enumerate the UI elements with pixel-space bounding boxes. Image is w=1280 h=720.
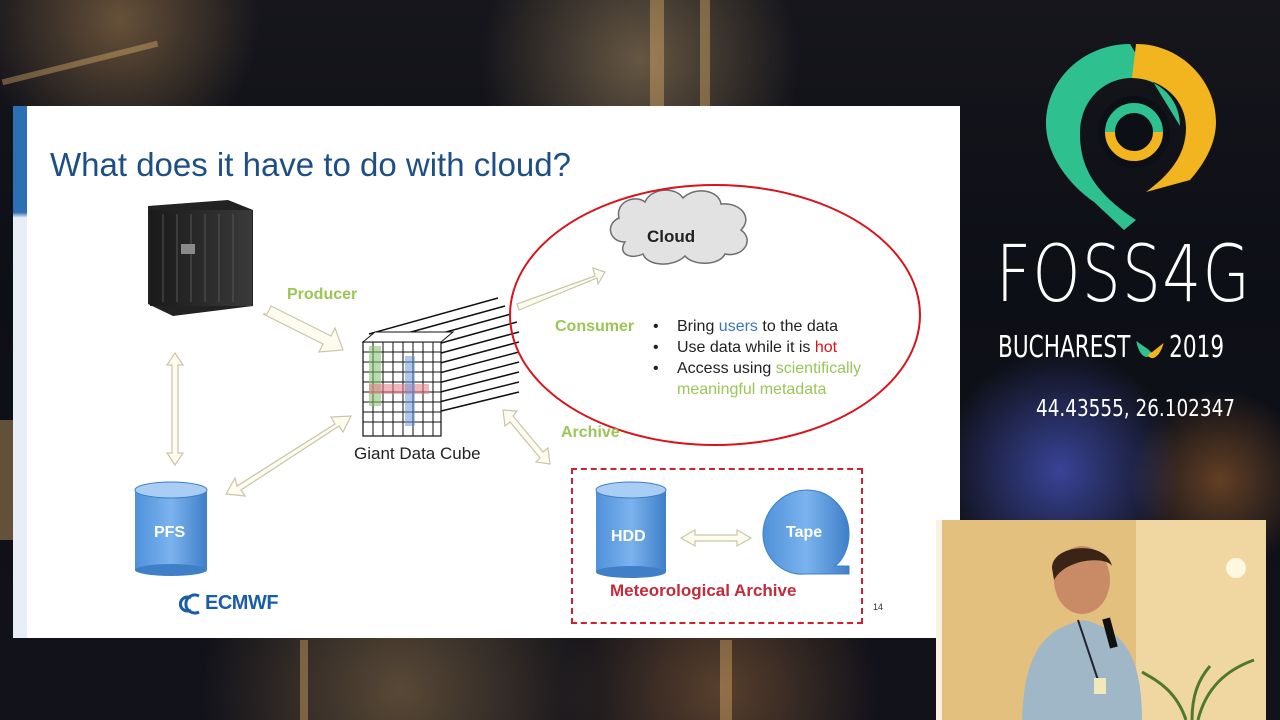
data-cube-icon — [361, 297, 520, 437]
event-city: BUCHAREST — [998, 330, 1131, 365]
bullet-highlight: meaningful metadata — [677, 381, 827, 398]
bullet-text: Use data while it is — [677, 339, 815, 356]
double-arrow-icon — [502, 409, 551, 465]
presentation-slide: What does it have to do with cloud? — [13, 106, 960, 638]
street-light — [720, 640, 732, 720]
street-light — [700, 0, 710, 106]
meteorological-archive-box — [571, 468, 863, 624]
bullet-item: • Access using scientifically meaningful … — [653, 358, 861, 400]
plant-icon — [1141, 658, 1255, 720]
hdd-cylinder-icon — [595, 481, 667, 578]
tape-label: Tape — [786, 524, 823, 541]
bullet-dot: • — [653, 360, 659, 377]
street-light — [1, 40, 159, 86]
street-light — [0, 420, 14, 540]
event-city-year: BUCHAREST 2019 — [998, 330, 1224, 365]
pfs-label: PFS — [154, 524, 186, 541]
bullet-highlight: hot — [814, 339, 838, 356]
bullet-text: Bring — [677, 318, 719, 335]
bullet-dot: • — [653, 339, 659, 356]
bullet-text: to the data — [757, 318, 838, 335]
arrow-icon — [262, 305, 344, 353]
double-arrow-icon — [165, 351, 185, 467]
server-rack-icon — [148, 200, 253, 316]
double-arrow-icon — [679, 528, 753, 548]
bullet-text: Access using — [677, 360, 776, 377]
slide-page-number: 14 — [873, 602, 884, 612]
bullet-item: • Use data while it is hot — [653, 337, 861, 358]
foss4g-small-logo-icon — [1136, 340, 1164, 358]
producer-label: Producer — [287, 286, 358, 303]
foss4g-logo-icon — [1046, 44, 1216, 230]
street-light — [650, 0, 664, 106]
tape-icon — [762, 489, 850, 575]
cloud-highlight-ellipse — [509, 184, 921, 446]
slide-title: What does it have to do with cloud? — [50, 146, 571, 183]
double-arrow-icon — [225, 415, 352, 497]
consumer-label: Consumer — [555, 318, 635, 335]
event-year: 2019 — [1169, 330, 1225, 365]
bullet-dot: • — [653, 318, 659, 335]
speaker-webcam-overlay — [936, 520, 1266, 720]
speaker-video-frame — [936, 520, 1266, 720]
meteorological-archive-label: Meteorological Archive — [610, 581, 797, 600]
event-coordinates: 44.43555, 26.102347 — [1036, 396, 1235, 422]
ecmwf-logo-icon — [178, 593, 200, 615]
ecmwf-logo-text: ECMWF — [205, 592, 279, 614]
bullet-item: • Bring users to the data — [653, 316, 861, 337]
bullet-list: • Bring users to the data • Use data whi… — [653, 316, 861, 400]
cloud-label: Cloud — [647, 227, 696, 246]
hdd-label: HDD — [611, 528, 646, 545]
archive-label: Archive — [561, 424, 620, 441]
slide-accent-bar — [13, 106, 27, 638]
data-cube-label: Giant Data Cube — [354, 444, 481, 463]
bullet-highlight: scientifically — [775, 360, 862, 377]
bullet-highlight: users — [718, 318, 758, 335]
speaker-person-icon — [1022, 546, 1142, 720]
pfs-cylinder-icon — [134, 481, 208, 576]
street-light — [300, 640, 308, 720]
event-name: FOSS4G — [996, 230, 1252, 320]
